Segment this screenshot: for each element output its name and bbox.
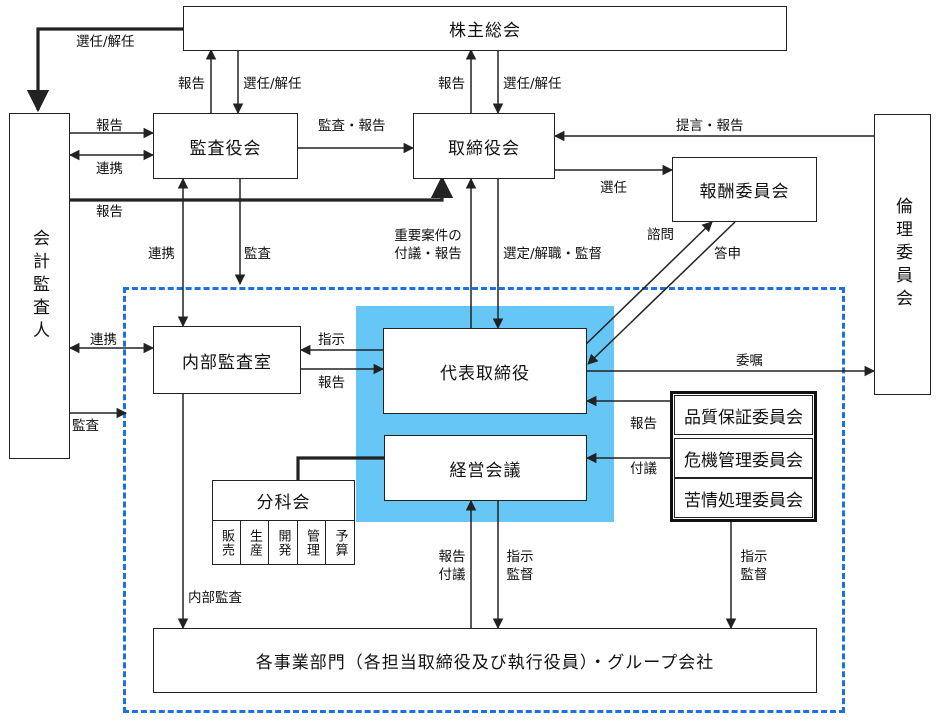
complaint-handling-committee-box: 苦情処理委員会 [674, 478, 813, 518]
label-line: 指示 [506, 549, 534, 565]
business-units-box: 各事業部門（各担当取締役及び執行役員）・グループ会社 [153, 628, 817, 693]
label-important-matters: 重要案件の 付議・報告 [388, 227, 468, 263]
label-link-ab-ia: 連携 [148, 246, 175, 262]
label-elect-dismiss-auditor: 選任/解任 [76, 34, 135, 50]
label-report-aa-ab: 報告 [96, 118, 123, 134]
label-report-board-sh: 報告 [438, 76, 465, 92]
subcommittee-unit: 予算 [325, 520, 355, 565]
subcommittee-unit: 管理 [297, 520, 326, 565]
label-line: 付議 [438, 567, 466, 583]
label-line: 監督 [506, 567, 534, 583]
ethics-committee-box: 倫理委員会 [874, 114, 931, 395]
edge-remuneration-rep [587, 221, 736, 365]
crisis-management-committee-box: 危機管理委員会 [674, 438, 813, 478]
label-report-submit-bu: 報告 付議 [434, 548, 470, 584]
edge-aa-board [70, 175, 454, 202]
internal-control-region [123, 287, 845, 713]
subcommittee-unit: 販売 [212, 520, 241, 565]
label-line: 指示 [740, 549, 768, 565]
label-audit-ab: 監査 [244, 246, 271, 262]
subcommittee-unit: 生産 [240, 520, 269, 565]
label-audit-aa: 監査 [72, 418, 99, 434]
label-elect-dismiss-ab: 選任/解任 [243, 76, 302, 92]
label-link-aa-ab: 連携 [96, 161, 123, 177]
label-report-ia: 報告 [318, 375, 345, 391]
label-instruct-supervise-cm: 指示 監督 [736, 548, 772, 584]
quality-assurance-committee-box: 品質保証委員会 [674, 395, 813, 435]
edge-mm-subcommittee [296, 456, 384, 480]
edge-rep-remuneration [579, 221, 713, 351]
label-instruct-ia: 指示 [318, 332, 345, 348]
label-line: 監督 [740, 567, 768, 583]
label-elect-dismiss-board: 選任/解任 [503, 76, 562, 92]
audit-board-box: 監査役会 [153, 113, 298, 179]
label-appoint-supervise: 選定/解職・監督 [503, 246, 603, 262]
representative-director-box: 代表取締役 [383, 328, 587, 414]
edge-shareholders-auditor [26, 27, 183, 113]
label-line: 重要案件の [394, 228, 462, 244]
label-audit-report: 監査・報告 [318, 118, 386, 134]
label-entrust: 委嘱 [736, 353, 763, 369]
management-meeting-box: 経営会議 [384, 435, 587, 501]
label-proposal-report: 提言・報告 [676, 118, 744, 134]
accounting-auditor-box: 会計監査人 [9, 113, 70, 459]
label-report-committees: 報告 [630, 416, 657, 432]
shareholders-meeting-box: 株主総会 [183, 6, 787, 51]
board-of-directors-box: 取締役会 [413, 113, 555, 179]
internal-audit-box: 内部監査室 [153, 326, 301, 394]
label-line: 報告 [438, 549, 466, 565]
label-link-aa-ia: 連携 [90, 332, 117, 348]
label-report-aa-board: 報告 [96, 204, 123, 220]
label-internal-audit: 内部監査 [188, 590, 242, 606]
subcommittee-unit: 開発 [268, 520, 298, 565]
label-submit-committees: 付議 [630, 461, 657, 477]
label-report-ab-sh: 報告 [178, 76, 205, 92]
label-instruct-supervise-mm: 指示 監督 [502, 548, 538, 584]
label-line: 付議・報告 [394, 246, 462, 262]
remuneration-committee-box: 報酬委員会 [672, 157, 817, 222]
label-reply: 答申 [714, 246, 741, 262]
label-elect-remuneration: 選任 [600, 180, 627, 196]
subcommittee-box: 分科会 [212, 480, 355, 521]
label-inquiry: 諮問 [647, 227, 674, 243]
